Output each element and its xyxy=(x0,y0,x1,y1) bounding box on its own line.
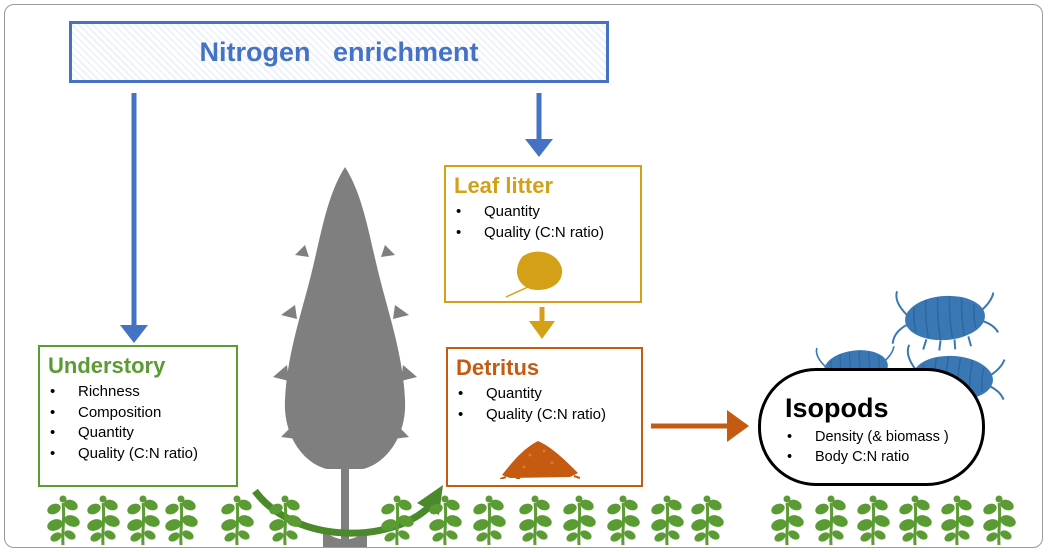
diagram-artwork xyxy=(44,93,1019,547)
leaf-icon xyxy=(505,251,563,298)
arrow-nitrogen-to-understory xyxy=(120,93,148,343)
list-item: Quantity xyxy=(48,423,228,444)
isopods-list: Density (& biomass ) Body C:N ratio xyxy=(785,427,962,467)
understory-title: Understory xyxy=(48,353,166,378)
arrow-nitrogen-to-leaf-litter xyxy=(525,93,553,157)
nitrogen-enrichment-title: Nitrogen enrichment xyxy=(199,36,479,67)
diagram-frame: Nitrogen enrichment Understory Richness … xyxy=(4,4,1043,548)
list-item: Quantity xyxy=(456,384,633,405)
list-item: Density (& biomass ) xyxy=(785,427,962,447)
list-item: Richness xyxy=(48,382,228,403)
seedling-row xyxy=(44,494,1019,547)
isopods-title: Isopods xyxy=(785,393,889,423)
arrow-detritus-to-isopods xyxy=(651,410,749,442)
detritus-title: Detritus xyxy=(456,355,540,380)
list-item: Quality (C:N ratio) xyxy=(48,444,228,465)
list-item: Composition xyxy=(48,403,228,424)
list-item: Quantity xyxy=(454,202,632,223)
list-item: Body C:N ratio xyxy=(785,447,962,467)
detritus-list: Quantity Quality (C:N ratio) xyxy=(456,384,633,425)
leaf-litter-list: Quantity Quality (C:N ratio) xyxy=(454,202,632,243)
list-item: Quality (C:N ratio) xyxy=(454,223,632,244)
detritus-box: Detritus Quantity Quality (C:N ratio) xyxy=(446,347,643,487)
list-item: Quality (C:N ratio) xyxy=(456,405,633,426)
isopods-box: Isopods Density (& biomass ) Body C:N ra… xyxy=(758,368,985,486)
detritus-pile-icon xyxy=(500,441,580,479)
understory-box: Understory Richness Composition Quantity… xyxy=(38,345,238,487)
leaf-litter-title: Leaf litter xyxy=(454,173,554,198)
tree-silhouette xyxy=(273,167,417,547)
understory-list: Richness Composition Quantity Quality (C… xyxy=(48,382,228,464)
arrow-leaf-litter-to-detritus xyxy=(529,307,555,339)
nitrogen-enrichment-box: Nitrogen enrichment xyxy=(69,21,609,83)
leaf-litter-box: Leaf litter Quantity Quality (C:N ratio) xyxy=(444,165,642,303)
